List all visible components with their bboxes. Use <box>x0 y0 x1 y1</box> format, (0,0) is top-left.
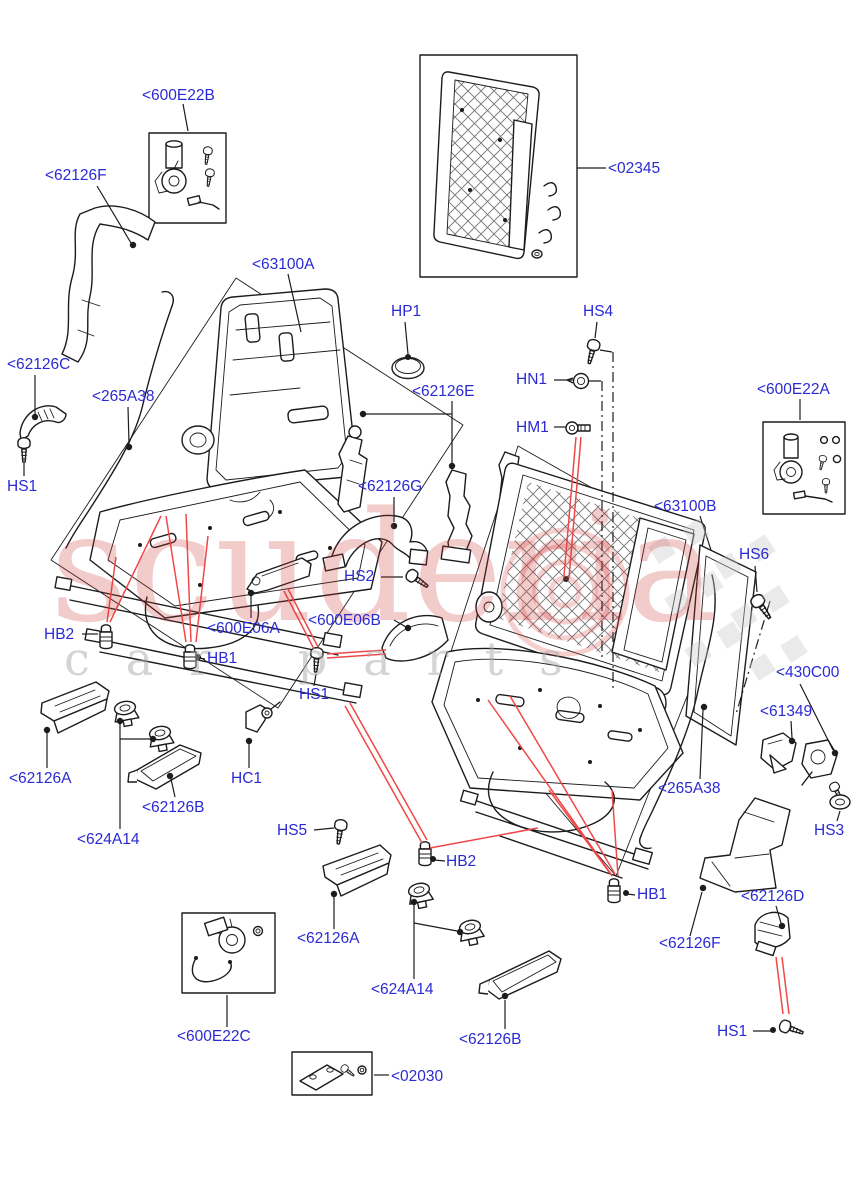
part-label-62126F-b[interactable]: <62126F <box>659 935 721 952</box>
part-label-HS6[interactable]: HS6 <box>739 546 770 563</box>
part-62126A-mid <box>322 844 392 898</box>
bolt-glyph-hb2-b <box>418 841 432 867</box>
part-label-600E06A[interactable]: <600E06A <box>207 620 280 637</box>
leader-lines-red <box>106 436 790 1015</box>
part-62126G <box>322 514 429 572</box>
part-600E06A <box>246 557 312 597</box>
part-label-63100A[interactable]: <63100A <box>252 256 315 273</box>
part-label-HS1-b[interactable]: HS1 <box>299 686 330 703</box>
bolt-glyph-hb1-b <box>607 878 621 904</box>
part-label-62126B-b[interactable]: <62126B <box>459 1031 522 1048</box>
part-label-61349[interactable]: <61349 <box>760 703 813 720</box>
part-label-62126A-b[interactable]: <62126A <box>297 930 360 947</box>
part-62126B-mid <box>478 950 562 1000</box>
part-HC1-cable-end <box>245 701 281 745</box>
cable-265A38-left <box>65 290 174 549</box>
part-62126E-bracket1 <box>337 425 368 513</box>
part-label-02345[interactable]: <02345 <box>608 160 661 177</box>
part-label-600E22A[interactable]: <600E22A <box>757 381 830 398</box>
part-label-HS3[interactable]: HS3 <box>814 822 845 839</box>
part-label-62126C[interactable]: <62126C <box>7 356 71 373</box>
part-62126D-cap <box>754 911 791 957</box>
screw-glyph-hs5 <box>331 818 349 846</box>
part-HP1-sleeve <box>391 354 425 380</box>
part-label-HN1[interactable]: HN1 <box>516 371 548 388</box>
part-label-HS1-a[interactable]: HS1 <box>7 478 38 495</box>
left-assembly-border <box>50 277 464 709</box>
part-62126B-left <box>127 744 202 790</box>
part-label-HS2[interactable]: HS2 <box>344 568 375 585</box>
right-seat-frame <box>431 462 757 879</box>
part-62126A-left <box>40 681 110 734</box>
part-HS3-washer-screw <box>827 780 851 810</box>
watermark-emblem <box>500 518 808 681</box>
part-label-62126F-a[interactable]: <62126F <box>45 167 107 184</box>
kit-box-02345 <box>419 54 578 278</box>
part-label-HB1-a[interactable]: HB1 <box>207 650 238 667</box>
part-600E06B <box>381 614 449 662</box>
part-label-HB2-a[interactable]: HB2 <box>44 626 75 643</box>
part-62126F-left <box>61 205 156 363</box>
construction-lines <box>601 352 771 715</box>
part-label-62126A-a[interactable]: <62126A <box>9 770 72 787</box>
screw-glyph-hs1-c <box>777 1018 806 1040</box>
cable-265A38-right <box>639 574 716 850</box>
part-430C00 <box>801 739 839 786</box>
leader-lines-black <box>23 103 841 1076</box>
part-label-HB1-b[interactable]: HB1 <box>637 886 668 903</box>
clip-glyph-624a14-3 <box>405 880 436 911</box>
kit-box-02030 <box>291 1051 373 1096</box>
part-label-HM1[interactable]: HM1 <box>516 419 549 436</box>
bolt-glyph-hb1-a <box>183 644 197 670</box>
part-62126F-right <box>699 797 791 893</box>
part-label-02030[interactable]: <02030 <box>391 1068 444 1085</box>
kit-box-600E22B <box>148 132 227 224</box>
part-label-62126G[interactable]: <62126G <box>358 478 423 495</box>
part-label-600E06B[interactable]: <600E06B <box>308 612 381 629</box>
part-label-62126D[interactable]: <62126D <box>741 888 805 905</box>
left-seat-frame <box>54 288 383 704</box>
part-label-265A38-b[interactable]: <265A38 <box>658 780 721 797</box>
part-label-HC1[interactable]: HC1 <box>231 770 263 787</box>
part-label-600E22B[interactable]: <600E22B <box>142 87 215 104</box>
part-HM1-bolt <box>565 421 591 435</box>
part-label-600E22C[interactable]: <600E22C <box>177 1028 251 1045</box>
part-label-430C00[interactable]: <430C00 <box>776 664 840 681</box>
screw-glyph-hs4 <box>582 337 602 366</box>
part-label-HS5[interactable]: HS5 <box>277 822 308 839</box>
part-label-HP1[interactable]: HP1 <box>391 303 422 320</box>
part-HN1-nut <box>566 372 590 390</box>
screw-glyph-hs1-a <box>17 437 31 463</box>
bolt-glyph-hb2-a <box>99 624 113 650</box>
part-label-HS1-c[interactable]: HS1 <box>717 1023 748 1040</box>
part-label-265A38-a[interactable]: <265A38 <box>92 388 155 405</box>
part-label-62126B-a[interactable]: <62126B <box>142 799 205 816</box>
part-label-HB2-b[interactable]: HB2 <box>446 853 477 870</box>
clip-glyph-624a14-1 <box>111 698 141 729</box>
kit-box-600E22C <box>181 912 276 994</box>
screw-glyph-hs2 <box>403 566 432 593</box>
part-61349 <box>760 732 797 774</box>
part-label-624A14-a[interactable]: <624A14 <box>77 831 140 848</box>
screw-glyph-hs1-b <box>308 646 324 674</box>
part-label-62126E[interactable]: <62126E <box>412 383 475 400</box>
part-62126E-bracket2 <box>440 469 473 564</box>
kit-box-600E22A <box>762 421 846 515</box>
part-62126C <box>19 405 67 441</box>
part-label-HS4[interactable]: HS4 <box>583 303 614 320</box>
part-label-63100B[interactable]: <63100B <box>654 498 717 515</box>
part-label-624A14-b[interactable]: <624A14 <box>371 981 434 998</box>
